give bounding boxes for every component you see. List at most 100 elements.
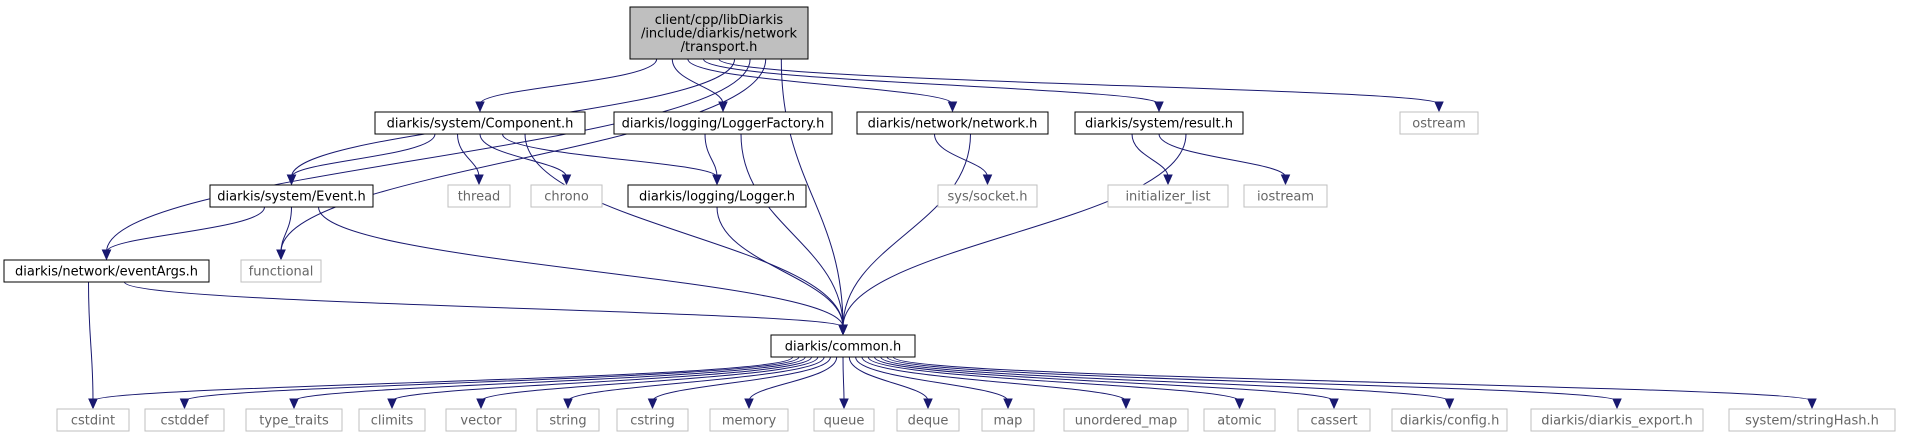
node-label-cassert: cassert [1310, 414, 1357, 429]
node-box-result [1074, 111, 1244, 135]
node-transport[interactable]: client/cpp/libDiarkis/include/diarkis/ne… [629, 6, 809, 60]
node-box-atomic [1203, 408, 1276, 432]
edge-arrowhead-common-to-cstring [647, 398, 658, 410]
edge-result-to-initlist [1131, 133, 1169, 178]
node-component[interactable]: diarkis/system/Component.h [374, 111, 586, 135]
node-common[interactable]: diarkis/common.h [770, 334, 916, 358]
node-logger[interactable]: diarkis/logging/Logger.h [627, 184, 807, 208]
node-box-ostream [1399, 111, 1479, 135]
edge-arrowhead-transport-to-ostream [1434, 101, 1444, 113]
node-label-climits: climits [371, 414, 414, 429]
edge-transport-to-result [702, 58, 1160, 105]
node-box-deque [896, 408, 960, 432]
node-box-queue [813, 408, 875, 432]
edge-arrowhead-common-to-climits [387, 398, 397, 410]
node-event[interactable]: diarkis/system/Event.h [209, 184, 374, 208]
edge-event-to-functional [280, 206, 292, 253]
node-box-common [770, 334, 916, 358]
edge-arrowhead-transport-to-result [1154, 101, 1164, 113]
edge-arrowhead-common-to-stringhash [1807, 398, 1817, 410]
edge-event-to-common [318, 206, 844, 328]
node-export: diarkis/diarkis_export.h [1530, 408, 1704, 432]
node-label-vector: vector [460, 414, 502, 429]
edge-arrowhead-common-to-deque [923, 398, 933, 410]
edge-loggerfactory-to-logger [704, 133, 718, 178]
edge-common-to-cstddef [184, 356, 800, 402]
node-result[interactable]: diarkis/system/result.h [1074, 111, 1244, 135]
node-box-syssocket [937, 184, 1038, 208]
edge-network-to-syssocket [934, 133, 988, 178]
node-box-component [374, 111, 586, 135]
edge-common-to-climits [391, 356, 812, 402]
edge-arrowhead-result-to-iostream [1280, 174, 1291, 186]
node-layer: client/cpp/libDiarkis/include/diarkis/ne… [3, 6, 1896, 432]
node-memory: memory [709, 408, 789, 432]
edge-common-to-config [880, 356, 1450, 402]
node-box-cassert [1297, 408, 1371, 432]
node-box-vector [445, 408, 517, 432]
node-box-initlist [1107, 184, 1229, 208]
edge-common-to-stringhash [892, 356, 1813, 402]
node-box-config [1391, 408, 1508, 432]
node-box-iostream [1243, 184, 1328, 208]
edge-eventargs-to-common [124, 281, 844, 328]
edge-arrowhead-common-to-cstdint [88, 398, 98, 410]
edge-common-to-type_traits [293, 356, 806, 402]
node-cstring: cstring [616, 408, 689, 432]
edge-component-to-chrono [479, 133, 567, 178]
node-eventargs[interactable]: diarkis/network/eventArgs.h [3, 259, 210, 283]
edge-common-to-cassert [874, 356, 1335, 402]
node-label-unordered_map: unordered_map [1075, 414, 1178, 429]
node-label-export: diarkis/diarkis_export.h [1541, 414, 1693, 429]
node-atomic: atomic [1203, 408, 1276, 432]
node-functional: functional [240, 259, 322, 283]
edge-transport-to-component [479, 58, 658, 105]
node-box-type_traits [245, 408, 343, 432]
edge-common-to-unordered_map [861, 356, 1127, 402]
edge-arrowhead-common-to-export [1612, 398, 1622, 410]
node-label-cstddef: cstddef [160, 414, 209, 429]
node-box-memory [709, 408, 789, 432]
node-network[interactable]: diarkis/network/network.h [856, 111, 1049, 135]
edge-arrowhead-common-to-memory [744, 398, 754, 410]
edge-arrowhead-common-to-unordered_map [1121, 398, 1131, 410]
edge-arrowhead-component-to-chrono [561, 174, 572, 186]
edge-component-to-event [291, 133, 436, 178]
node-label-deque: deque [908, 414, 949, 429]
edge-arrowhead-common-to-cstddef [179, 398, 190, 410]
node-box-cstddef [144, 408, 225, 432]
node-box-cstring [616, 408, 689, 432]
edge-transport-to-network [687, 58, 953, 105]
node-syssocket: sys/socket.h [937, 184, 1038, 208]
node-label-type_traits: type_traits [259, 414, 329, 429]
edge-arrowhead-common-to-map [1003, 398, 1013, 410]
edge-arrowhead-event-to-functional [276, 249, 286, 261]
edge-common-to-export [886, 356, 1618, 402]
node-label-string: string [549, 414, 586, 429]
node-box-climits [358, 408, 426, 432]
edge-logger-to-common [716, 206, 844, 328]
node-label-config: diarkis/config.h [1400, 414, 1500, 429]
node-climits: climits [358, 408, 426, 432]
node-box-loggerfactory [613, 111, 833, 135]
node-label-functional: functional [249, 265, 314, 280]
node-box-eventargs [3, 259, 210, 283]
node-label-map: map [994, 414, 1023, 429]
node-initlist: initializer_list [1107, 184, 1229, 208]
edge-arrowhead-component-to-thread [474, 174, 484, 186]
node-unordered_map: unordered_map [1063, 408, 1189, 432]
node-label-component: diarkis/system/Component.h [387, 117, 574, 132]
node-box-network [856, 111, 1049, 135]
edge-arrowhead-common-to-vector [476, 398, 486, 410]
node-label-syssocket: sys/socket.h [947, 190, 1027, 205]
node-label-eventargs: diarkis/network/eventArgs.h [15, 265, 198, 280]
node-box-stringhash [1728, 408, 1896, 432]
node-box-unordered_map [1063, 408, 1189, 432]
node-loggerfactory[interactable]: diarkis/logging/LoggerFactory.h [613, 111, 833, 135]
node-box-transport [629, 6, 809, 60]
edge-component-to-logger [502, 133, 718, 178]
edge-arrowhead-common-to-string [563, 398, 573, 410]
node-label-atomic: atomic [1217, 414, 1261, 429]
edge-arrowhead-common-to-type_traits [289, 398, 299, 410]
edge-arrowhead-loggerfactory-to-logger [712, 174, 722, 186]
